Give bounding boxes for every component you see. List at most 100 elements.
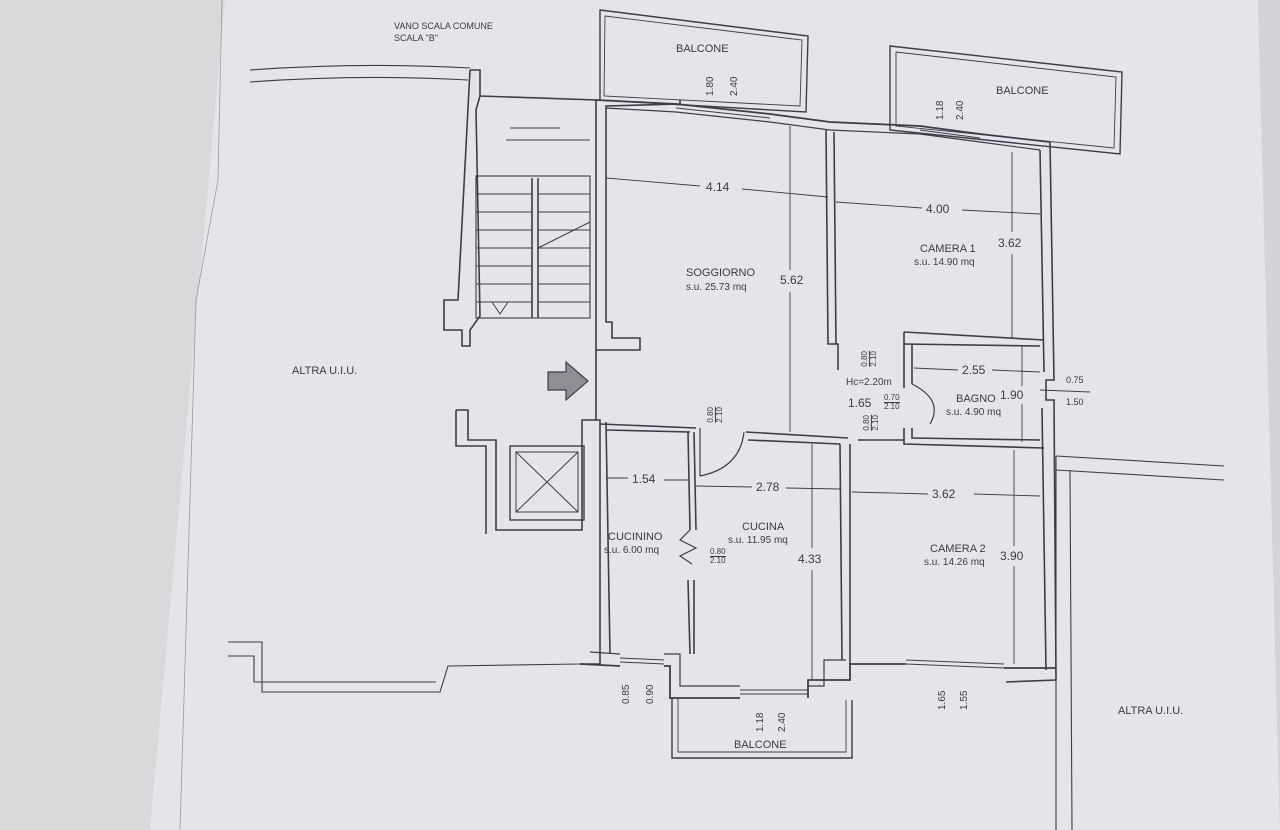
elevator-shaft-inner <box>515 451 579 513</box>
door-camera2: 0.80 2.10 <box>862 415 881 431</box>
door-height: 2.10 <box>715 407 725 423</box>
exterior-wall-bottom <box>579 663 1056 699</box>
dim-bagno-width: 2.55 <box>962 363 986 377</box>
room-soggiorno-name: SOGGIORNO <box>686 267 756 279</box>
balcone-top-right <box>889 45 1123 155</box>
sheet-edge-line <box>179 0 223 830</box>
wall-bagno <box>903 332 1045 449</box>
label-scala-b: SCALA "B" <box>394 33 438 43</box>
neighbour-outline <box>249 64 471 71</box>
balcone-top-right-inner <box>895 51 1117 149</box>
elevator-wall <box>456 409 596 531</box>
exterior-wall-top <box>605 107 1041 151</box>
paper-sheet <box>150 0 1280 830</box>
wall-soggiorno-camera1 <box>825 129 839 370</box>
room-camera1-name: CAMERA 1 <box>920 243 976 255</box>
neighbour-outline <box>228 655 436 683</box>
dim-camera2-width: 3.62 <box>932 487 956 501</box>
room-cucinino-area: s.u. 6.00 mq <box>604 545 660 556</box>
dimension-lines <box>605 126 1091 680</box>
room-cucina-area: s.u. 11.95 mq <box>728 535 788 546</box>
door-cucinino: 0.80 2.10 <box>710 547 726 566</box>
label-balcone-top-left: BALCONE <box>676 43 729 55</box>
neighbour-outline <box>228 641 581 693</box>
wall-camera1-bottom <box>903 331 1045 347</box>
wall-cucinino <box>687 431 697 531</box>
window-dim: 0.85 <box>621 684 632 704</box>
dim-cucinino-width: 1.54 <box>632 472 656 486</box>
balcone-bottom-inner <box>677 698 847 753</box>
label-balcone-top-right: BALCONE <box>996 85 1049 97</box>
room-soggiorno-area: s.u. 25.73 mq <box>686 282 747 293</box>
wall-soggiorno-camera1 <box>833 131 837 345</box>
balcone-top-left-inner <box>603 15 803 107</box>
windows <box>619 103 1005 695</box>
dim-cucina-width: 2.78 <box>756 480 780 494</box>
kitchen-door <box>699 431 745 477</box>
paper-shadow-right <box>1258 0 1280 830</box>
wall-cucina-camera2 <box>839 443 851 664</box>
window-dim: 1.18 <box>755 712 766 732</box>
neighbour-outline <box>1055 456 1073 830</box>
label-altra-uiu-left: ALTRA U.I.U. <box>292 365 358 377</box>
window-dim: 1.50 <box>1066 397 1084 407</box>
dim-camera1-height: 3.62 <box>998 236 1022 250</box>
wall-kitchen-top <box>599 423 849 439</box>
entrance-arrow <box>547 360 589 402</box>
elevator-shaft <box>509 445 585 521</box>
balcone-top-left <box>599 9 809 113</box>
window-dim: 0.90 <box>645 684 656 704</box>
window-dim: 1.65 <box>937 690 948 710</box>
dim-soggiorno-height: 5.62 <box>780 273 804 287</box>
exterior-wall-right <box>1041 407 1047 671</box>
label-hc: Hc=2.20m <box>846 377 892 388</box>
dim-camera2-height: 3.90 <box>1000 549 1024 563</box>
wall-kitchen-top <box>605 429 841 445</box>
drawing-lines <box>179 0 1225 830</box>
window-dim: 1.80 <box>705 76 716 96</box>
dim-camera1-width: 4.00 <box>926 202 950 216</box>
elevator-wall <box>455 410 487 534</box>
dim-hall-width: 1.65 <box>848 396 872 410</box>
dim-bagno-height: 1.90 <box>1000 388 1024 402</box>
neighbour-outline <box>249 76 469 83</box>
window-dim: 2.40 <box>955 100 966 120</box>
exterior-wall-bottom <box>589 651 846 687</box>
label-balcone-bottom: BALCONE <box>734 739 787 751</box>
door-height: 2.10 <box>884 402 900 412</box>
door-bagno: 0.70 2.10 <box>884 393 900 412</box>
balcone-bottom <box>671 698 853 759</box>
door-soggiorno: 0.80 2.10 <box>706 407 725 423</box>
door-height: 2.10 <box>871 415 881 431</box>
wall-left <box>580 350 601 665</box>
room-bagno-area: s.u. 4.90 mq <box>946 407 1002 418</box>
room-camera2-name: CAMERA 2 <box>930 543 986 555</box>
room-bagno-name: BAGNO <box>956 393 996 405</box>
stair-wall <box>443 69 481 347</box>
window-dim: 0.75 <box>1066 375 1084 385</box>
wall-cucinino <box>687 579 695 655</box>
dim-soggiorno-width: 4.14 <box>706 180 730 194</box>
label-vano-scala: VANO SCALA COMUNE <box>394 21 493 31</box>
room-camera1-area: s.u. 14.90 mq <box>914 257 975 268</box>
sliding-door <box>678 529 698 565</box>
dim-cucina-height: 4.33 <box>798 552 822 566</box>
neighbour-outline <box>1055 455 1225 481</box>
exterior-wall-right <box>1039 149 1045 373</box>
room-camera2-area: s.u. 14.26 mq <box>924 557 985 568</box>
window-dim: 1.55 <box>959 690 970 710</box>
door-height: 2.10 <box>710 556 726 566</box>
window-dim: 2.40 <box>777 712 788 732</box>
door-camera1: 0.80 2.10 <box>860 351 879 367</box>
bagno-door <box>911 383 935 425</box>
door-width: 0.70 <box>884 393 900 404</box>
door-height: 2.10 <box>869 351 879 367</box>
wall-left <box>605 421 611 655</box>
room-cucina-name: CUCINA <box>742 521 785 533</box>
room-cucinino-name: CUCININO <box>608 531 663 543</box>
label-altra-uiu-right: ALTRA U.I.U. <box>1118 705 1184 717</box>
window-dim: 1.18 <box>935 100 946 120</box>
window-dim: 2.40 <box>729 76 740 96</box>
staircase <box>475 175 591 319</box>
